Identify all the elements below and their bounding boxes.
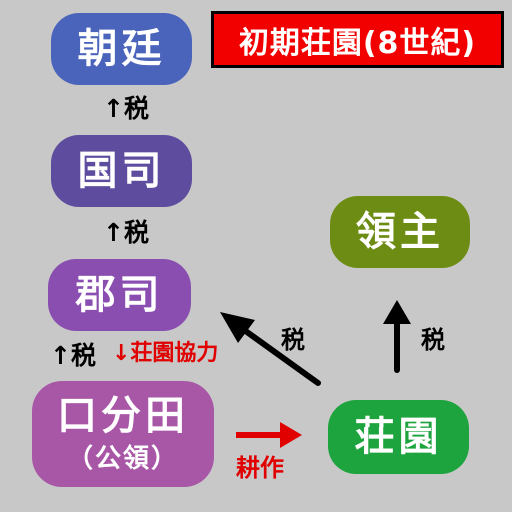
node-chotei: 朝廷 — [51, 13, 192, 85]
node-kubunden-sublabel: （公領） — [66, 444, 179, 474]
label-tax-right: 税 — [421, 326, 445, 354]
node-gunji-label: 郡司 — [75, 272, 164, 318]
node-chotei-label: 朝廷 — [77, 26, 166, 72]
label-tax-diagonal: 税 — [281, 326, 305, 354]
label-tax-kokushi: ↑税 — [103, 218, 149, 247]
arrow-kubunden-to-shoen — [236, 422, 302, 448]
node-gunji: 郡司 — [48, 259, 191, 331]
label-shoen-cooperation: ↓荘園協力 — [112, 341, 219, 366]
diagram-title: 初期荘園(8世紀) — [211, 11, 504, 68]
label-cultivation: 耕作 — [236, 454, 284, 482]
node-kokushi: 国司 — [51, 135, 192, 207]
arrow-shoen-to-gunji — [220, 312, 321, 386]
node-kubunden: 口分田 （公領） — [32, 381, 214, 487]
arrow-shoen-to-ryoshu — [383, 300, 411, 373]
node-kokushi-label: 国司 — [77, 148, 166, 194]
node-kubunden-label: 口分田 — [57, 393, 189, 439]
label-tax-chotei: ↑税 — [103, 94, 149, 123]
node-shoen-label: 荘園 — [354, 414, 443, 460]
node-ryoshu: 領主 — [330, 196, 470, 268]
node-shoen: 荘園 — [328, 400, 469, 474]
node-ryoshu-label: 領主 — [356, 209, 444, 255]
label-tax-gunji: ↑税 — [50, 341, 96, 370]
